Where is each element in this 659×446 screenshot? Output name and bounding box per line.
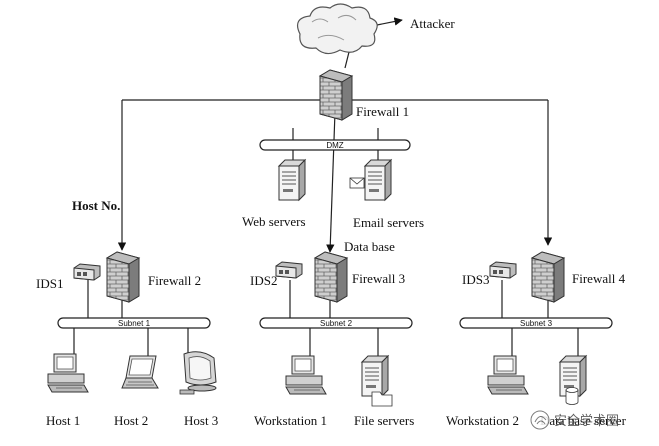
ids-1-label: IDS1 [36,276,63,291]
subnet-1-label: Subnet 1 [118,319,151,328]
subnet-3-label: Subnet 3 [520,319,553,328]
subnet-2-label: Subnet 2 [320,319,353,328]
ids-3-label: IDS3 [462,272,489,287]
workstation-2-label: Workstation 2 [446,413,519,428]
ids-1-icon [73,263,101,281]
subnet-2-bus: Subnet 2 [259,317,413,329]
host-no-label: Host No. [72,198,120,213]
cloud-icon [297,3,378,55]
database-server-label: Data base server [540,413,627,428]
workstation-1-label: Workstation 1 [254,413,327,428]
watermark: 安全学术圈 [530,410,619,430]
mail-envelope-icon [349,177,365,189]
firewall-4-label: Firewall 4 [572,271,626,286]
file-servers-label: File servers [354,413,414,428]
host-2-icon [121,355,159,389]
ids-2-label: IDS2 [250,273,277,288]
firewall-4-icon [531,251,565,303]
host-2-label: Host 2 [114,413,148,428]
connections [73,17,579,360]
firewall-2-label: Firewall 2 [148,273,201,288]
firewall-1-label: Firewall 1 [356,104,409,119]
file-server-icon [361,355,389,397]
dmz-bus-label: DMZ [326,141,343,150]
workstation-1-icon [285,355,327,395]
firewall-2-icon [106,251,140,303]
subnet-1-bus: Subnet 1 [57,317,211,329]
email-servers-label: Email servers [353,215,424,230]
attacker-label: Attacker [410,16,455,31]
ids-2-icon [275,261,303,279]
web-servers-label: Web servers [242,214,306,229]
host-3-label: Host 3 [184,413,218,428]
host-1-label: Host 1 [46,413,80,428]
folder-icon [371,391,393,407]
ids-3-icon [489,261,517,279]
web-server-icon [278,159,306,201]
watermark-text: 安全学术圈 [554,413,619,429]
firewall-1-icon [319,69,353,121]
subnet-3-bus: Subnet 3 [459,317,613,329]
database-label: Data base [344,239,395,254]
workstation-2-icon [487,355,529,395]
dmz-bus: DMZ [259,139,411,151]
database-cylinder-icon [565,387,579,405]
firewall-3-label: Firewall 3 [352,271,405,286]
link-to-firewall-3 [326,111,336,253]
host-3-icon [179,351,217,395]
firewall-3-icon [314,251,348,303]
host-1-icon [47,353,89,393]
email-server-icon [364,159,392,201]
